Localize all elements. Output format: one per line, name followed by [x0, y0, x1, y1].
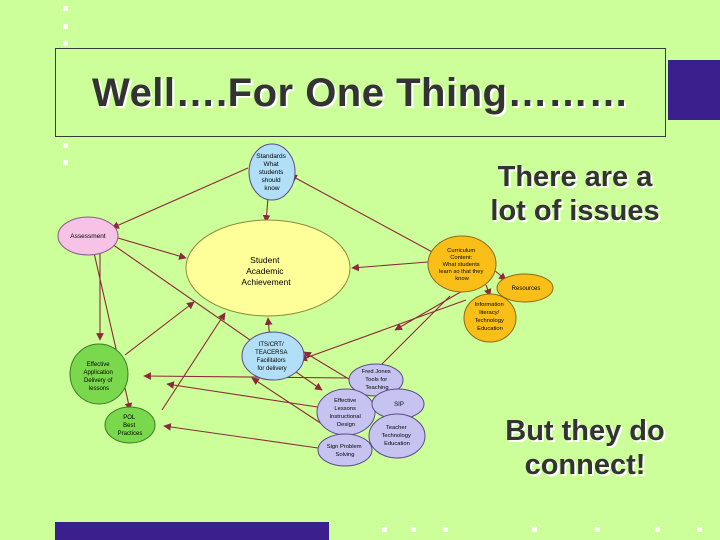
connector-line — [299, 299, 467, 362]
decorative-dot — [411, 527, 416, 532]
instructional-design-label: Effective Lessons Instructional Design — [330, 398, 363, 428]
effective-application-node — [69, 343, 129, 405]
connector-line — [143, 372, 349, 380]
student-achievement-node — [185, 219, 351, 317]
connector-line — [351, 261, 429, 272]
decorative-dot — [63, 160, 68, 165]
effective-application-label: Effective Application Delivery of lesson… — [83, 362, 114, 392]
decorative-dot — [63, 41, 68, 46]
information-literacy-label: Information literacy/ Technology Educati… — [475, 302, 506, 332]
connector-line — [124, 301, 195, 356]
decorative-dot — [532, 527, 537, 532]
connect-text-line: But they do — [505, 415, 665, 447]
connector-line — [289, 174, 437, 255]
student-achievement-label: Student Academic Achievement — [241, 255, 291, 287]
accent-bar-bottom — [55, 522, 329, 540]
sip-label: SIP — [394, 402, 404, 408]
pol-node — [104, 406, 156, 444]
decorative-dot — [63, 24, 68, 29]
connector-line — [163, 423, 319, 449]
decorative-dot — [63, 6, 68, 11]
issues-text-line: lot of issues — [490, 195, 660, 227]
teacher-tech-node — [368, 413, 426, 459]
title-box: Well….For One Thing……… — [55, 48, 666, 137]
decorative-dot — [595, 527, 600, 532]
problem-solving-node — [317, 433, 373, 467]
connector-line — [262, 197, 271, 223]
decorative-dot — [655, 527, 660, 532]
issues-text-line: There are a — [497, 161, 653, 193]
teacher-tech-label: Teacher Technology Education — [382, 425, 413, 447]
its-node — [241, 331, 305, 381]
information-literacy-node — [463, 293, 517, 343]
connect-text: But they do connect! — [470, 414, 700, 482]
instructional-design-node — [316, 388, 376, 436]
connector-line — [161, 312, 226, 411]
accent-bar-right — [668, 60, 720, 120]
assessment-node — [57, 216, 119, 256]
decorative-dot — [697, 527, 702, 532]
curriculum-label: Curriculum Content: What students learn … — [439, 248, 485, 282]
problem-solving-label: Sign Problem Solving — [327, 444, 363, 458]
resources-node — [496, 273, 554, 303]
issues-text: There are a lot of issues — [460, 160, 690, 228]
its-label: ITS/CRT/ TEACERSA Facilitators for deliv… — [255, 342, 289, 372]
connector-line — [117, 237, 187, 260]
connect-text-line: connect! — [524, 449, 646, 481]
decorative-dot — [382, 527, 387, 532]
curriculum-node — [427, 235, 497, 293]
decorative-dot — [443, 527, 448, 532]
connector-line — [166, 381, 325, 409]
connector-line — [394, 289, 465, 331]
standards-label: Standards What students should know — [256, 153, 287, 192]
fred-jones-label: Fred Jones Tools for Teaching — [362, 369, 393, 391]
slide-title: Well….For One Thing……… — [92, 71, 629, 115]
pol-label: POL Best Practices — [118, 415, 143, 437]
standards-node — [248, 143, 296, 201]
resources-label: Resources — [512, 286, 541, 292]
connector-line — [111, 167, 249, 229]
connector-line — [251, 377, 326, 427]
decorative-dot — [63, 143, 68, 148]
assessment-label: Assessment — [70, 233, 106, 240]
